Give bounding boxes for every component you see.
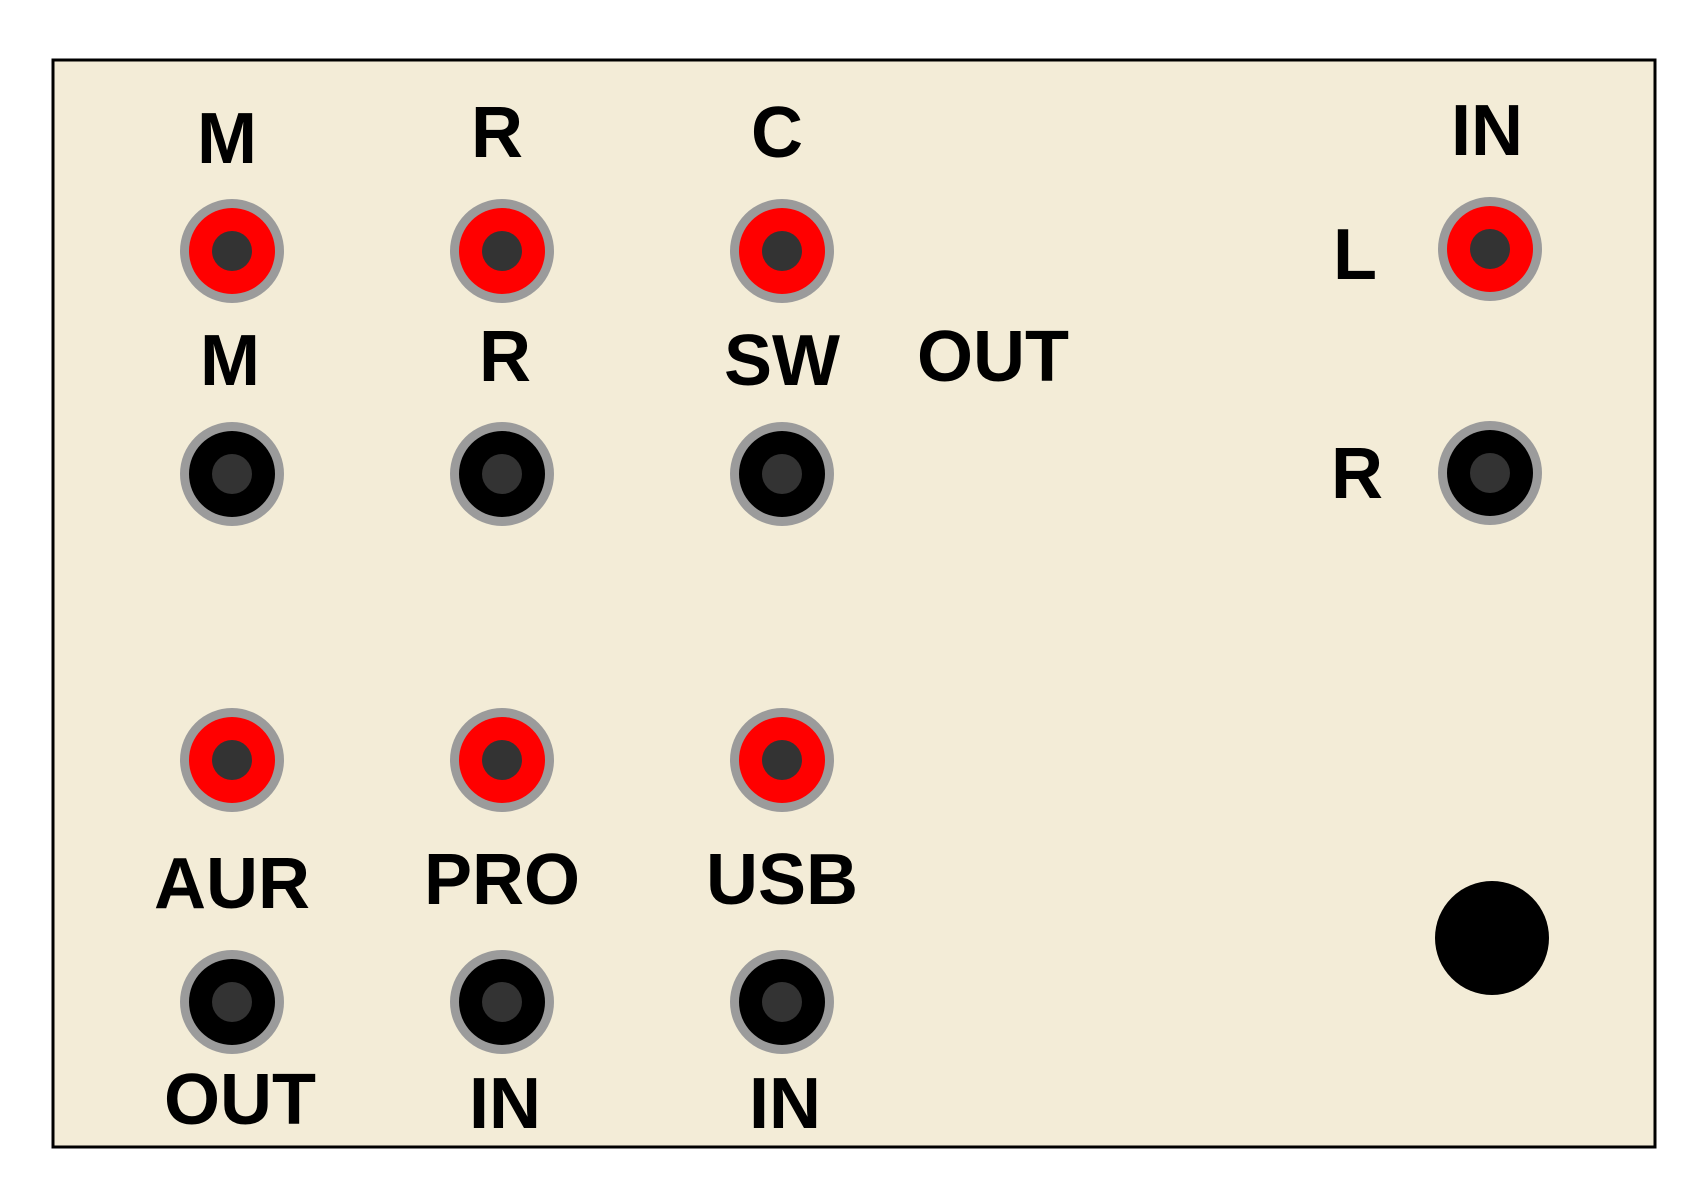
- label-mid-sw: SW: [724, 321, 840, 401]
- label-input-l: L: [1333, 215, 1377, 295]
- jack-mid-sw-pin: [762, 454, 802, 494]
- jack-mid-r: [450, 422, 554, 526]
- jack-mid-r-pin: [482, 454, 522, 494]
- jack-input-l: [1438, 197, 1542, 301]
- jack-bottom-aur-red: [180, 708, 284, 812]
- jack-bottom-usb-black-pin: [762, 982, 802, 1022]
- jack-top-c: [730, 199, 834, 303]
- jack-bottom-pro-black-pin: [482, 982, 522, 1022]
- jack-bottom-usb-black: [730, 950, 834, 1054]
- label-top-r: R: [471, 93, 523, 173]
- jack-bottom-pro-red-pin: [482, 740, 522, 780]
- label-top-c: C: [751, 93, 803, 173]
- label-mid-r: R: [479, 317, 531, 397]
- jack-bottom-aur-black: [180, 950, 284, 1054]
- jack-mid-sw: [730, 422, 834, 526]
- jack-top-r: [450, 199, 554, 303]
- jack-bottom-usb-red-pin: [762, 740, 802, 780]
- label-pro: PRO: [424, 840, 580, 920]
- label-pro-in: IN: [469, 1064, 541, 1144]
- jack-input-l-pin: [1470, 229, 1510, 269]
- jack-mid-m-pin: [212, 454, 252, 494]
- jack-top-m-pin: [212, 231, 252, 271]
- label-aur-out: OUT: [164, 1060, 316, 1140]
- jack-top-c-pin: [762, 231, 802, 271]
- label-aur: AUR: [154, 844, 310, 924]
- jack-bottom-usb-red: [730, 708, 834, 812]
- label-top-m: M: [197, 99, 257, 179]
- panel-board: [51, 58, 1657, 1149]
- jack-top-r-pin: [482, 231, 522, 271]
- label-out-group: OUT: [917, 317, 1069, 397]
- label-usb-in: IN: [749, 1064, 821, 1144]
- jack-bottom-aur-black-pin: [212, 982, 252, 1022]
- label-usb: USB: [706, 840, 858, 920]
- jack-input-r: [1438, 421, 1542, 525]
- label-input-r: R: [1331, 434, 1383, 514]
- label-input-title: IN: [1451, 91, 1523, 171]
- jack-bottom-aur-red-pin: [212, 740, 252, 780]
- jack-input-r-pin: [1470, 453, 1510, 493]
- jack-mid-m: [180, 422, 284, 526]
- mount-hole-icon: [1435, 881, 1549, 995]
- jack-top-m: [180, 199, 284, 303]
- jack-bottom-pro-black: [450, 950, 554, 1054]
- label-mid-m: M: [200, 321, 260, 401]
- jack-bottom-pro-red: [450, 708, 554, 812]
